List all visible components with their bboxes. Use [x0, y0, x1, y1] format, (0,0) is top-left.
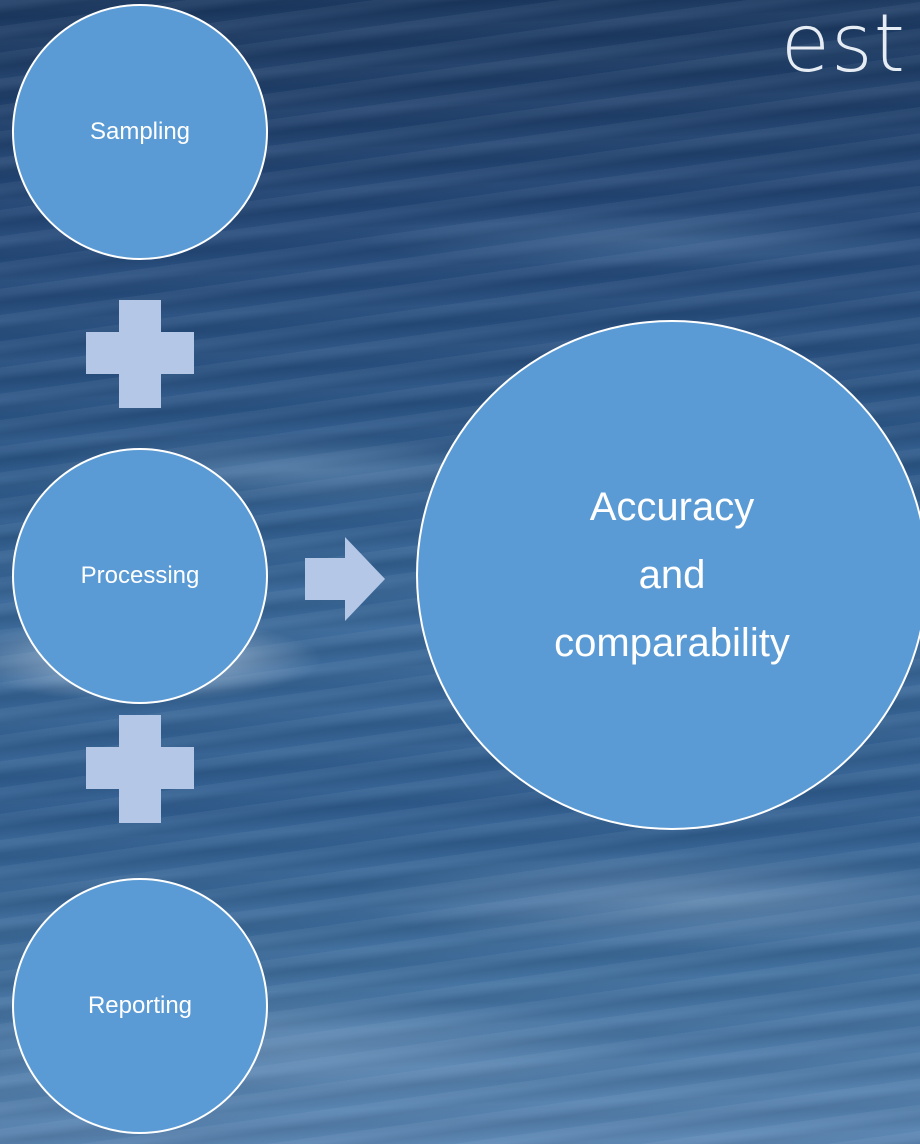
plus-icon: [86, 715, 194, 823]
step-processing-label: Processing: [80, 562, 200, 589]
result-line-2: and: [638, 553, 706, 597]
result-line-3: comparability: [554, 621, 790, 665]
arrow-right-icon: [305, 537, 385, 621]
step-sampling-circle: Sampling: [12, 4, 268, 260]
step-processing-circle: Processing: [12, 448, 268, 704]
step-reporting-circle: Reporting: [12, 878, 268, 1134]
plus-icon: [86, 300, 194, 408]
result-circle: Accuracy and comparability: [416, 320, 920, 830]
step-reporting-label: Reporting: [87, 992, 193, 1019]
result-line-1: Accuracy: [589, 485, 755, 529]
slide-title-fragment: est: [780, 0, 906, 90]
step-sampling-label: Sampling: [89, 118, 191, 145]
